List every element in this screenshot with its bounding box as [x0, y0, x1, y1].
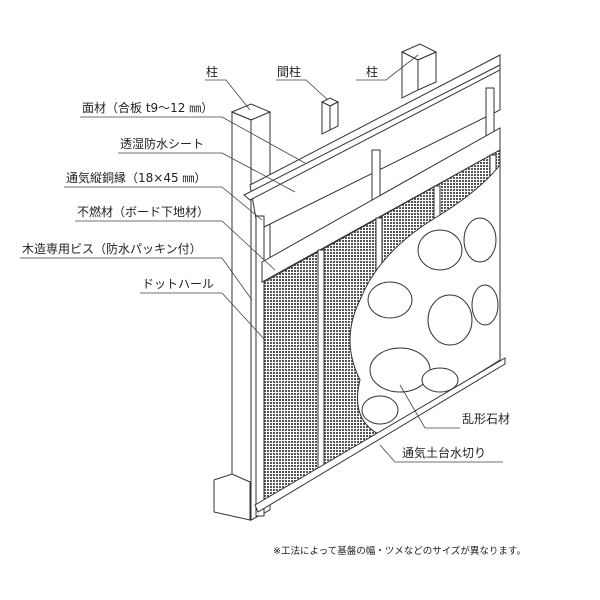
label-noncombustible: 不燃材（ボード下地材）: [77, 204, 209, 219]
label-screw: 木造専用ビス（防水パッキン付）: [22, 241, 202, 256]
label-moisture-sheet: 透湿防水シート: [120, 136, 204, 151]
stud: [320, 97, 340, 135]
label-stone: 乱形石材: [462, 412, 510, 426]
label-pillar-right: 柱: [366, 64, 378, 79]
face-panel: [243, 64, 501, 201]
base-drip-flashing: [254, 357, 506, 513]
label-furring: 通気縦銅縁（18×45 ㎜）: [66, 170, 206, 185]
label-face-material: 面材（合板 t9～12 ㎜）: [82, 100, 213, 115]
footnote: ※工法によって基盤の幅・ツメなどのサイズが異なります。: [273, 545, 526, 557]
stone-veneer: [349, 163, 501, 436]
label-drip: 通気土台水切り: [402, 445, 486, 460]
label-stud: 間柱: [277, 64, 301, 79]
right-pillar: [400, 43, 438, 99]
leader-lines: [20, 54, 503, 463]
label-pillar-left: 柱: [206, 64, 218, 79]
label-dot-lath: ドットハール: [142, 277, 214, 291]
